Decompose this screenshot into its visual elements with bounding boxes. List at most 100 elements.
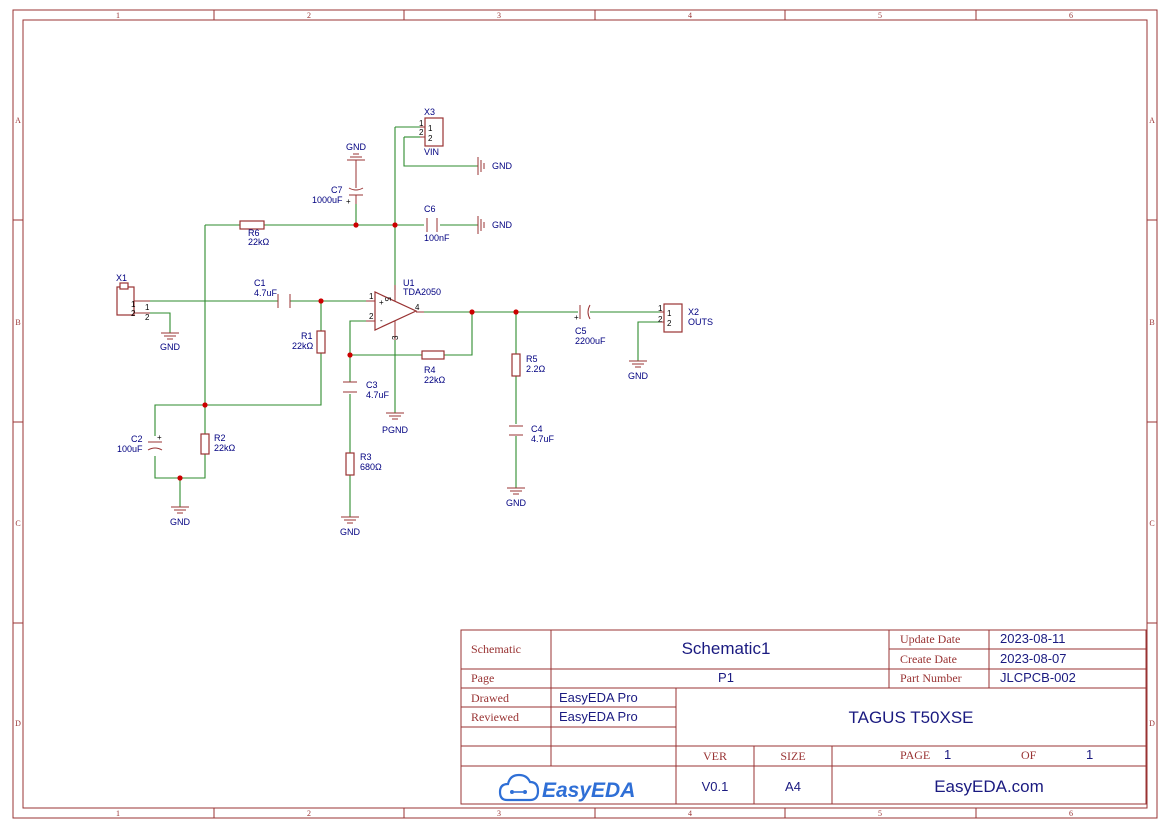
- col-label-4: 4: [688, 809, 692, 818]
- r6-ref: R6: [248, 228, 260, 238]
- gnd-label: GND: [160, 342, 181, 352]
- drawed-label: Drawed: [471, 691, 509, 705]
- x2-value: OUTS: [688, 317, 713, 327]
- gnd-symbol-x1: GND: [160, 332, 181, 352]
- gnd-label: GND: [492, 220, 513, 230]
- x2-pinno-2b: 2: [667, 319, 672, 328]
- u1-minus: -: [380, 316, 383, 325]
- u1-ref: U1: [403, 278, 415, 288]
- capacitor-c5[interactable]: + C5 2200uF: [574, 304, 606, 346]
- part-number-label: Part Number: [900, 671, 962, 685]
- x2-body: [663, 303, 683, 333]
- capacitor-c3[interactable]: C3 4.7uF: [343, 380, 390, 400]
- connector-x3[interactable]: X3 1 2 1 2 VIN: [419, 107, 444, 157]
- amplifier-u1[interactable]: + - 1 2 3 4 5 U1 TDA2050: [366, 278, 441, 340]
- r4-body: [421, 350, 445, 360]
- pgnd-label: PGND: [382, 425, 409, 435]
- project-title: TAGUS T50XSE: [848, 708, 973, 727]
- website: EasyEDA.com: [934, 777, 1044, 796]
- x3-pinno-1: 1: [419, 119, 424, 128]
- ver-value: V0.1: [702, 779, 729, 794]
- c6-ref: C6: [424, 204, 436, 214]
- wire-x3-gnd[interactable]: [403, 137, 478, 167]
- col-label-5: 5: [878, 809, 882, 818]
- r5-body: [511, 353, 521, 377]
- c2-plate-curved: [147, 447, 163, 451]
- row-label-c: C: [1149, 519, 1154, 528]
- r3-value: 680Ω: [360, 462, 382, 472]
- col-label-2: 2: [307, 809, 311, 818]
- u1-value: TDA2050: [403, 287, 441, 297]
- page-num-label: PAGE: [900, 748, 930, 762]
- wire-x2-gnd[interactable]: [637, 321, 660, 361]
- row-label-b: B: [15, 318, 20, 327]
- capacitor-c6[interactable]: C6 100nF: [424, 204, 450, 243]
- c5-plate-curved: [587, 304, 591, 320]
- wire-c2-r2-bottom[interactable]: [154, 454, 206, 479]
- outer-border: [12, 9, 1158, 819]
- c2-value: 100uF: [117, 444, 143, 454]
- u1-pinno-2: 2: [369, 312, 374, 321]
- r4-value: 22kΩ: [424, 375, 446, 385]
- u1-plus: +: [379, 298, 384, 307]
- pgnd-symbol-u1: PGND: [382, 412, 409, 435]
- row-label-d: D: [15, 719, 21, 728]
- resistor-r4[interactable]: R4 22kΩ: [421, 350, 446, 385]
- cloud-icon: [498, 773, 540, 802]
- gnd-symbol-x3: GND: [477, 157, 513, 175]
- u1-pinno-4: 4: [415, 303, 420, 312]
- ver-label: VER: [703, 749, 727, 763]
- capacitor-c7[interactable]: + C7 1000uF: [312, 172, 364, 206]
- gnd-symbol-c6: GND: [477, 216, 513, 234]
- c7-ref: C7: [331, 185, 343, 195]
- wires: [150, 126, 660, 517]
- update-date: 2023-08-11: [1000, 631, 1066, 646]
- junction: [513, 309, 519, 315]
- junction: [177, 475, 183, 481]
- schematic-label: Schematic: [471, 642, 521, 656]
- wire-x1-gnd[interactable]: [150, 312, 171, 333]
- wire-r1-bottom[interactable]: [154, 353, 322, 436]
- inner-border: [22, 19, 1148, 809]
- gnd-label: GND: [170, 517, 191, 527]
- r1-body: [316, 330, 326, 354]
- x3-ref: X3: [424, 107, 435, 117]
- c7-value: 1000uF: [312, 195, 343, 205]
- junction: [469, 309, 475, 315]
- gnd-label: GND: [628, 371, 649, 381]
- wire-r4-right[interactable]: [444, 312, 473, 356]
- junction: [347, 352, 353, 358]
- wire-inv[interactable]: [349, 320, 371, 382]
- schematic-value: Schematic1: [682, 639, 771, 658]
- connector-x2[interactable]: X2 OUTS 1 2 1 2: [658, 303, 713, 333]
- gnd-label: GND: [492, 161, 513, 171]
- resistor-r1[interactable]: R1 22kΩ: [292, 330, 326, 354]
- page-value: P1: [718, 670, 734, 685]
- c5-value: 2200uF: [575, 336, 606, 346]
- connector-x1[interactable]: X1 1 2 1 2: [116, 273, 150, 322]
- resistor-r6[interactable]: R6 22kΩ: [239, 220, 270, 247]
- c1-ref: C1: [254, 278, 266, 288]
- page-label: Page: [471, 671, 494, 685]
- u1-triangle: [374, 291, 418, 331]
- capacitor-c1[interactable]: C1 4.7uF: [254, 278, 291, 308]
- col-label-4: 4: [688, 11, 692, 20]
- c7-polarity: +: [346, 197, 351, 206]
- c7-plate-curved: [348, 187, 364, 191]
- row-label-d: D: [1149, 719, 1155, 728]
- resistor-r3[interactable]: R3 680Ω: [345, 452, 382, 476]
- reviewed-label: Reviewed: [471, 710, 519, 724]
- x3-body: [424, 117, 444, 147]
- gnd-symbol-x2: GND: [628, 360, 649, 381]
- resistor-r2[interactable]: R2 22kΩ: [200, 433, 236, 455]
- x1-ref: X1: [116, 273, 127, 283]
- r3-ref: R3: [360, 452, 372, 462]
- capacitor-c2[interactable]: + C2 100uF: [117, 433, 163, 454]
- of-label: OF: [1021, 748, 1037, 762]
- junctions: [177, 222, 519, 481]
- x1-tab: [119, 282, 129, 290]
- create-date-label: Create Date: [900, 652, 957, 666]
- capacitor-c4[interactable]: C4 4.7uF: [509, 424, 555, 444]
- c4-ref: C4: [531, 424, 543, 434]
- resistor-r5[interactable]: R5 2.2Ω: [511, 353, 546, 377]
